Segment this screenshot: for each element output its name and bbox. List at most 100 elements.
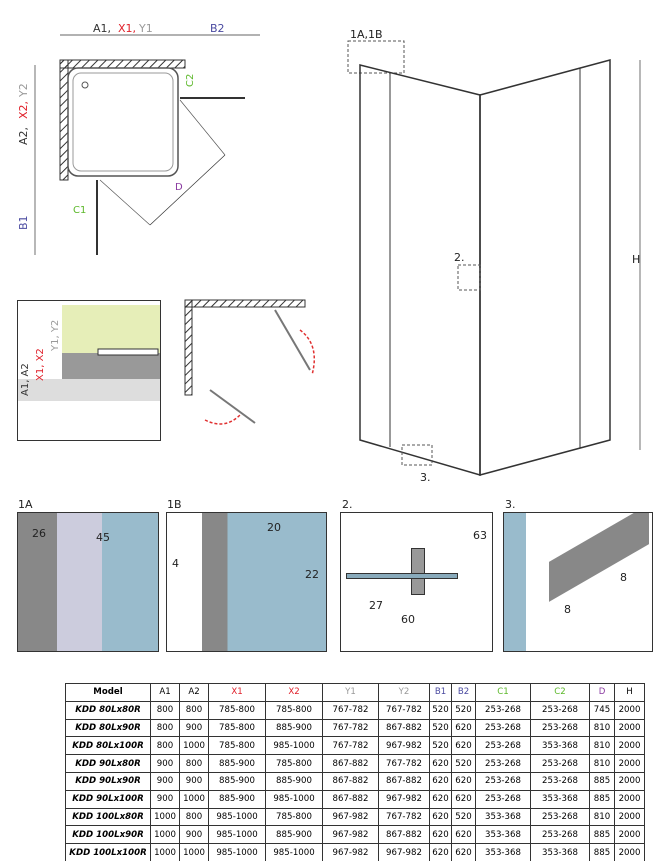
value-cell: 767-782 bbox=[322, 718, 379, 738]
detail-2-dim-60: 60 bbox=[401, 613, 415, 626]
value-cell: 620 bbox=[451, 771, 476, 791]
value-cell: 885-900 bbox=[265, 718, 323, 738]
value-cell: 620 bbox=[429, 789, 452, 809]
value-cell: 967-982 bbox=[378, 843, 430, 861]
column-header: Y1 bbox=[322, 683, 379, 702]
value-cell: 520 bbox=[429, 700, 452, 720]
detail-1a-dim-26: 26 bbox=[32, 527, 46, 540]
model-cell: KDD 100Lx100R bbox=[65, 843, 151, 861]
detail-3-label: 3. bbox=[505, 498, 516, 511]
value-cell: 253-268 bbox=[475, 736, 531, 756]
dim-c1-label: C1 bbox=[73, 205, 86, 216]
value-cell: 253-268 bbox=[530, 771, 590, 791]
value-cell: 967-982 bbox=[378, 736, 430, 756]
section-diagram: A1, A2 X1, X2 Y1, Y2 bbox=[17, 300, 161, 441]
value-cell: 2000 bbox=[614, 754, 645, 773]
value-cell: 2000 bbox=[614, 771, 645, 791]
dim-b2-label: B2 bbox=[210, 22, 225, 35]
value-cell: 810 bbox=[589, 736, 615, 756]
section-dim-a: A1, A2 bbox=[20, 363, 31, 396]
value-cell: 867-882 bbox=[378, 718, 430, 738]
model-cell: KDD 100Lx90R bbox=[65, 825, 151, 845]
value-cell: 867-882 bbox=[322, 754, 379, 773]
value-cell: 620 bbox=[451, 843, 476, 861]
value-cell: 253-268 bbox=[475, 718, 531, 738]
model-cell: KDD 80Lx90R bbox=[65, 718, 151, 738]
dim-b1-label: B1 bbox=[17, 215, 30, 230]
value-cell: 353-368 bbox=[475, 843, 531, 861]
value-cell: 967-982 bbox=[322, 807, 379, 827]
value-cell: 2000 bbox=[614, 825, 645, 845]
value-cell: 520 bbox=[429, 736, 452, 756]
dim-x1-label: X1, bbox=[118, 22, 136, 35]
value-cell: 620 bbox=[429, 825, 452, 845]
value-cell: 885 bbox=[589, 771, 615, 791]
value-cell: 620 bbox=[429, 754, 452, 773]
dim-x2-label: X2, bbox=[17, 101, 30, 119]
detail-3-dim-8-b: 8 bbox=[564, 603, 571, 616]
value-cell: 520 bbox=[429, 718, 452, 738]
column-header: C1 bbox=[475, 683, 531, 702]
value-cell: 985-1000 bbox=[265, 789, 323, 809]
value-cell: 1000 bbox=[179, 736, 209, 756]
column-header: Model bbox=[65, 683, 151, 702]
value-cell: 867-882 bbox=[378, 771, 430, 791]
detail-2: 63 27 60 bbox=[340, 512, 493, 652]
value-cell: 800 bbox=[179, 700, 209, 720]
dim-a2-label: A2, bbox=[17, 127, 30, 145]
value-cell: 867-882 bbox=[322, 789, 379, 809]
value-cell: 620 bbox=[451, 789, 476, 809]
value-cell: 2000 bbox=[614, 789, 645, 809]
model-cell: KDD 100Lx80R bbox=[65, 807, 151, 827]
value-cell: 985-1000 bbox=[208, 825, 266, 845]
value-cell: 2000 bbox=[614, 700, 645, 720]
value-cell: 1000 bbox=[150, 807, 180, 827]
model-cell: KDD 80Lx100R bbox=[65, 736, 151, 756]
model-cell: KDD 90Lx100R bbox=[65, 789, 151, 809]
value-cell: 900 bbox=[179, 771, 209, 791]
value-cell: 620 bbox=[429, 807, 452, 827]
value-cell: 800 bbox=[179, 754, 209, 773]
column-header: A1 bbox=[150, 683, 180, 702]
value-cell: 353-368 bbox=[475, 807, 531, 827]
column-header: X1 bbox=[208, 683, 266, 702]
value-cell: 785-800 bbox=[208, 700, 266, 720]
value-cell: 2000 bbox=[614, 843, 645, 861]
detail-1b-dim-22: 22 bbox=[305, 568, 319, 581]
value-cell: 620 bbox=[451, 825, 476, 845]
value-cell: 810 bbox=[589, 718, 615, 738]
value-cell: 520 bbox=[451, 700, 476, 720]
value-cell: 867-882 bbox=[322, 771, 379, 791]
detail-3: 8 8 bbox=[503, 512, 653, 652]
model-cell: KDD 90Lx80R bbox=[65, 754, 151, 773]
detail-1b-dim-20: 20 bbox=[267, 521, 281, 534]
value-cell: 785-800 bbox=[265, 807, 323, 827]
column-header: C2 bbox=[530, 683, 590, 702]
value-cell: 867-882 bbox=[378, 825, 430, 845]
dim-y1-label: Y1 bbox=[138, 22, 153, 35]
section-dim-y: Y1, Y2 bbox=[50, 320, 61, 352]
detail-1b: 20 4 22 bbox=[166, 512, 327, 652]
value-cell: 1000 bbox=[179, 843, 209, 861]
value-cell: 800 bbox=[179, 807, 209, 827]
value-cell: 353-368 bbox=[475, 825, 531, 845]
value-cell: 520 bbox=[451, 807, 476, 827]
detail-2-dim-27: 27 bbox=[369, 599, 383, 612]
value-cell: 810 bbox=[589, 807, 615, 827]
column-header: Y2 bbox=[378, 683, 430, 702]
value-cell: 2000 bbox=[614, 718, 645, 738]
column-header: B2 bbox=[451, 683, 476, 702]
column-header: X2 bbox=[265, 683, 323, 702]
column-header: B1 bbox=[429, 683, 452, 702]
value-cell: 885-900 bbox=[208, 754, 266, 773]
value-cell: 767-782 bbox=[378, 700, 430, 720]
value-cell: 785-800 bbox=[208, 736, 266, 756]
door-swing-diagram bbox=[184, 299, 315, 425]
value-cell: 900 bbox=[150, 771, 180, 791]
value-cell: 620 bbox=[429, 843, 452, 861]
value-cell: 885 bbox=[589, 825, 615, 845]
